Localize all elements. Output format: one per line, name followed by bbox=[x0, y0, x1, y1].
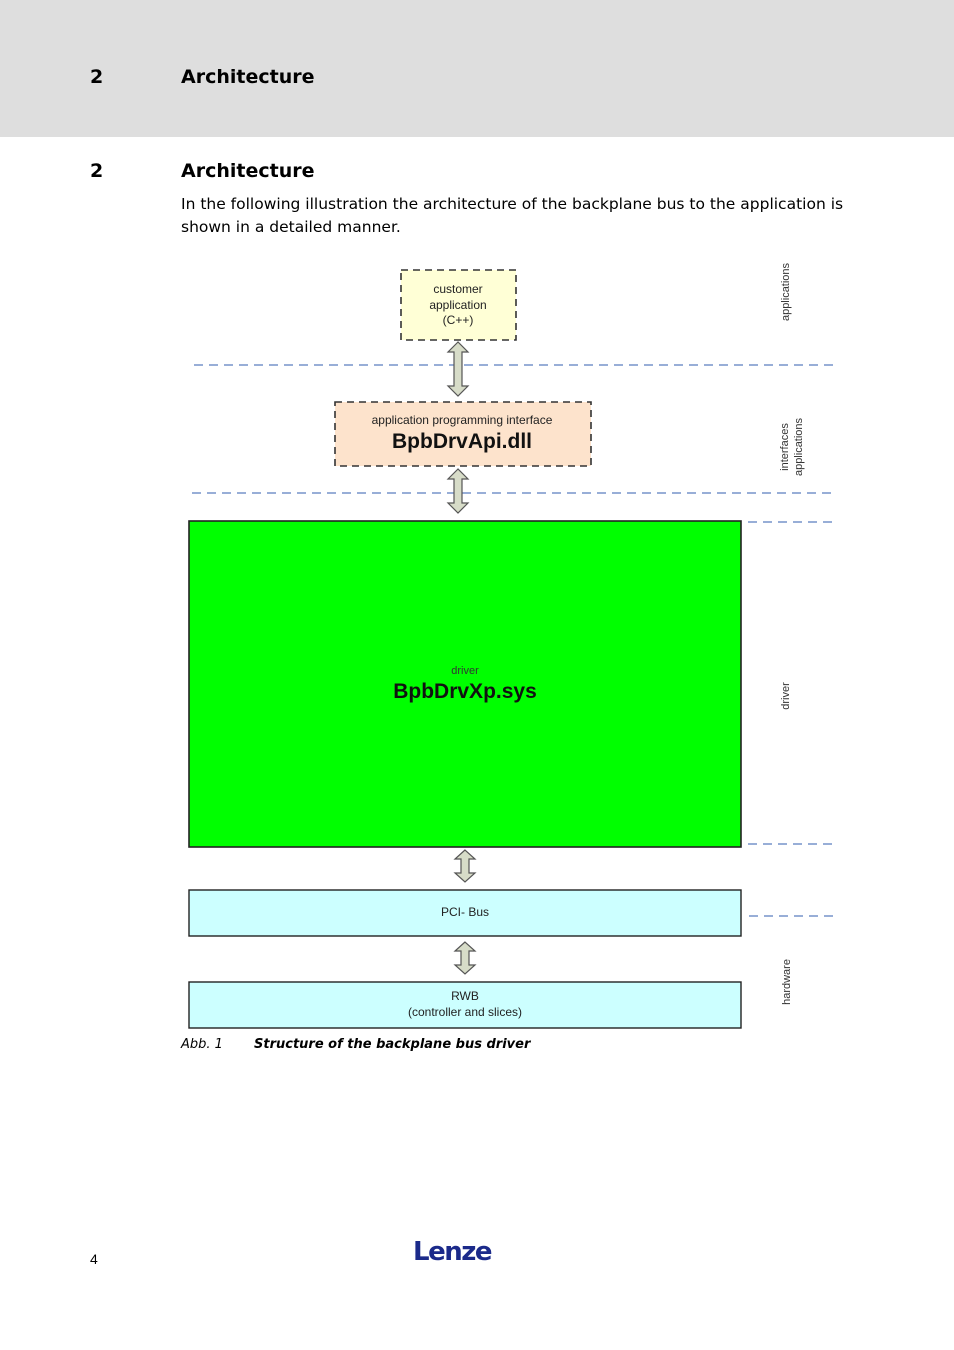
section-number: 2 bbox=[90, 160, 104, 182]
double-arrow-icon bbox=[446, 468, 470, 514]
driver-box bbox=[188, 520, 742, 848]
customer-application-box bbox=[400, 269, 517, 341]
rwb-line2: (controller and slices) bbox=[408, 1005, 522, 1019]
pci-bus-label: PCI- Bus bbox=[441, 905, 489, 919]
lenze-logo: Lenze bbox=[413, 1237, 492, 1267]
layer-label-hardware: hardware bbox=[781, 959, 793, 1005]
api-name: BpbDrvApi.dll bbox=[392, 430, 532, 453]
customer-application-line2: application bbox=[429, 298, 486, 312]
driver-name: BpbDrvXp.sys bbox=[393, 680, 537, 703]
layer-separators bbox=[192, 364, 836, 917]
section-title: Architecture bbox=[181, 160, 315, 182]
rwb-box bbox=[188, 981, 742, 1029]
layer-label-interfaces: interfaces bbox=[779, 423, 791, 471]
figure-caption-label: Abb. 1 bbox=[181, 1037, 223, 1052]
intro-paragraph: In the following illustration the archit… bbox=[181, 195, 844, 236]
double-arrow-icon bbox=[453, 849, 477, 883]
double-arrow-icon bbox=[453, 941, 477, 975]
header-chapter-title: Architecture bbox=[181, 66, 315, 88]
driver-label: driver bbox=[451, 665, 479, 677]
api-label: application programming interface bbox=[372, 413, 553, 427]
customer-application-line1: customer bbox=[433, 282, 482, 296]
rwb-line1: RWB bbox=[451, 989, 479, 1003]
header-chapter-number: 2 bbox=[90, 66, 104, 88]
page-number: 4 bbox=[90, 1251, 98, 1267]
double-arrow-icon bbox=[446, 341, 470, 397]
header-band bbox=[0, 0, 954, 137]
layer-label-applications: applications bbox=[780, 262, 792, 321]
figure-caption-text: Structure of the backplane bus driver bbox=[254, 1037, 531, 1052]
api-box bbox=[334, 401, 592, 467]
customer-application-line3: (C++) bbox=[443, 313, 474, 327]
layer-label-interfaces-applications: applications bbox=[793, 417, 805, 476]
pci-bus-box bbox=[188, 889, 742, 937]
layer-label-driver: driver bbox=[780, 682, 792, 710]
